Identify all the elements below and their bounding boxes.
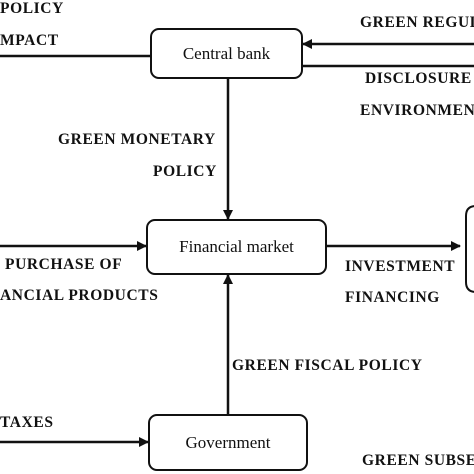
label-investment: INVESTMENT	[345, 258, 456, 275]
label-green-regulation: GREEN REGUL	[360, 14, 474, 31]
financial-market-node: Financial market	[146, 219, 327, 275]
government-node: Government	[148, 414, 308, 471]
label-environment: ENVIRONMEN	[360, 102, 474, 119]
label-green-subsidies: GREEN SUBSE	[362, 452, 474, 469]
label-financing: FINANCING	[345, 289, 440, 306]
label-purchase-of: PURCHASE OF	[5, 256, 123, 273]
label-disclosure: DISCLOSURE	[365, 70, 472, 87]
label-financial-products: ANCIAL PRODUCTS	[0, 287, 159, 304]
label-taxes: TAXES	[0, 414, 54, 431]
right-partial-node	[465, 205, 474, 293]
label-policy: POLICY	[0, 0, 64, 17]
label-policy-monetary: POLICY	[153, 163, 217, 180]
central-bank-node: Central bank	[150, 28, 303, 79]
label-green-monetary: GREEN MONETARY	[58, 131, 216, 148]
label-green-fiscal-policy: GREEN FISCAL POLICY	[232, 357, 423, 374]
label-impact: MPACT	[0, 32, 59, 49]
